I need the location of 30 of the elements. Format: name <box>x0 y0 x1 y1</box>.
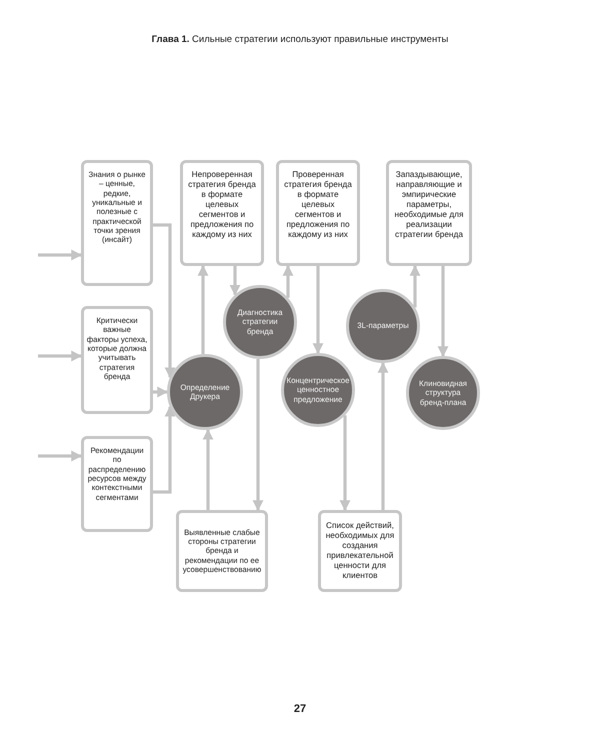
arrow <box>153 386 168 398</box>
arrow <box>153 406 176 494</box>
process-box <box>318 510 402 592</box>
arrow <box>378 362 388 510</box>
process-box <box>176 510 268 592</box>
arrow <box>38 250 82 260</box>
arrow <box>38 350 82 362</box>
arrow <box>340 415 350 512</box>
arrow <box>198 264 208 354</box>
process-box <box>81 160 153 286</box>
node-text: Запаздывающие, направляющие и эмпирические параметры, необходимые для реализации стратегии бренда <box>393 170 464 240</box>
process-box <box>180 160 264 266</box>
arrow <box>252 358 264 512</box>
page-header: Глава 1. Сильные стратегии используют правильные инструменты <box>150 34 450 45</box>
node-text: Непроверенная стратегия бренда в формате целевых сегментов и предложения по каждому из них <box>187 170 257 240</box>
process-box <box>386 160 472 266</box>
arrow <box>312 266 324 354</box>
arrow <box>38 450 82 462</box>
process-box <box>81 436 153 532</box>
arrow <box>282 264 294 298</box>
page-number: 27 <box>292 703 308 715</box>
process-box <box>276 160 360 266</box>
arrow <box>438 266 448 358</box>
node-text: Список действий, необходимых для создания привлекательной ценности для клиентов <box>324 521 396 581</box>
node-text: Проверенная стратегия бренда в формате целевых сегментов и предложения по каждому из них <box>283 170 353 240</box>
arrow <box>410 264 420 308</box>
process-box <box>81 306 153 414</box>
arrow <box>202 428 214 510</box>
arrow <box>153 223 176 378</box>
arrow <box>230 266 240 296</box>
